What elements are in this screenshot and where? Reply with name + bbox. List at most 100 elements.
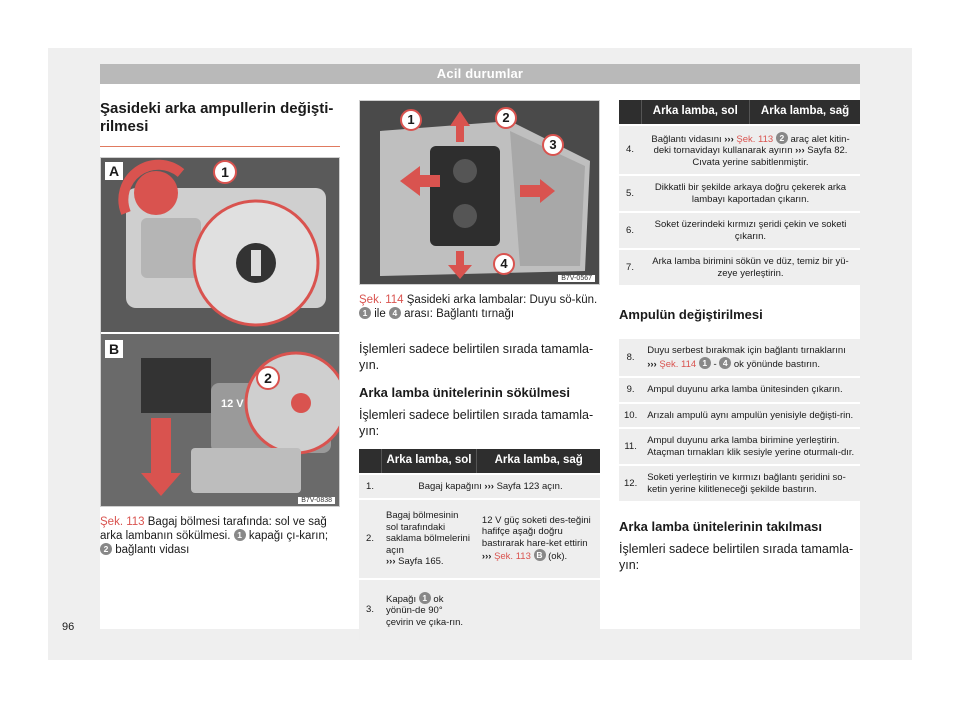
row-right-cell: 12 V güç soketi des-teğini hafifçe aşağı… (476, 498, 600, 579)
row-text: Arızalı ampulü aynı ampulün yenisiyle de… (642, 401, 860, 428)
subheading-install: Arka lamba ünitelerinin takılması (619, 519, 823, 534)
caption-text: Bagaj bölmesi tarafında: sol ve sağ arka… (100, 516, 327, 542)
row-left-num: 1 (418, 591, 431, 604)
row-right-ref: Şek. 113 (494, 551, 531, 563)
figure-113-illustration (101, 158, 339, 506)
table-header-row: Arka lamba, sol Arka lamba, sağ (619, 100, 860, 125)
caption-ref: Şek. 114 (359, 294, 404, 306)
row-left-cell: Kapağı 1 ok yönün-de 90° çevirin ve çıka… (381, 577, 477, 640)
caption-ref: Şek. 113 (100, 516, 145, 528)
figure-label-b: B (105, 340, 123, 358)
subheading-removal: Arka lamba ünitelerinin sökülmesi (359, 385, 570, 400)
caption-number-2: 2 (100, 543, 112, 555)
caption-end: arası: Bağlantı tırnağı (404, 308, 515, 320)
final-paragraph: İşlemleri sadece belirtilen sırada tamam… (619, 542, 854, 572)
row-number: 12. (619, 464, 643, 501)
table-row: 10. Arızalı ampulü aynı ampulün yenisiyl… (619, 401, 860, 428)
row-num-1: 1 (698, 356, 711, 369)
row-dash: - (713, 358, 717, 370)
row-text-b: ok yönünde bastırın. (733, 358, 820, 370)
row-text-a: Duyu serbest bırakmak için bağlantı tırn… (647, 345, 846, 356)
row-num-4: 4 (719, 356, 732, 369)
figure-label-a: A (105, 162, 123, 180)
table-row: 6. Soket üzerindeki kırmızı şeridi çekin… (619, 211, 860, 249)
table-header-right: Arka lamba, sağ (749, 100, 860, 125)
row-number: 8. (619, 337, 643, 377)
row-number: 9. (619, 376, 643, 403)
table-row: 4. Bağlantı vidasını ››› Şek. 113 2 araç… (619, 123, 860, 175)
row-text-c: Cıvata yerine sabitlenmiştir. (692, 156, 809, 168)
table-row: 3. Kapağı 1 ok yönün-de 90° çevirin ve ç… (359, 577, 600, 640)
subheading-bulb: Ampulün değiştirilmesi (619, 307, 763, 322)
figure-114-illustration (360, 101, 599, 284)
table-row: 8. Duyu serbest bırakmak için bağlantı t… (619, 337, 860, 377)
table-header-empty (359, 449, 382, 474)
arrow-icon: ››› (481, 551, 492, 563)
caption-number-1: 1 (359, 307, 371, 319)
figure-114-caption: Şek. 114 Şasideki arka lambalar: Duyu sö… (359, 293, 600, 321)
callout-2: 2 (495, 107, 517, 129)
row-number: 2. (359, 498, 381, 579)
row-left-b: ok yönün-de 90° çevirin ve çıka-rın. (386, 593, 464, 628)
caption-text: Şasideki arka lambalar: Duyu sö-kün. (406, 294, 598, 306)
row-right-circle: B (533, 549, 546, 562)
row-left-a: Kapağı (386, 593, 417, 605)
table-row: 9. Ampul duyunu arka lamba ünitesinden ç… (619, 376, 860, 403)
arrow-icon: ››› (795, 145, 805, 156)
row-ref-2: Sayfa 82. (807, 145, 848, 156)
row-ref: Şek. 113 (736, 133, 774, 145)
page-number: 96 (62, 621, 75, 633)
arrow-icon: ››› (647, 358, 657, 370)
row-text-b: araç alet kitin-deki tornavidayı kullana… (653, 133, 850, 157)
caption-mid: ile (374, 308, 386, 320)
table-header-empty (619, 100, 642, 125)
row-text: Bağlantı vidasını ››› Şek. 113 2 araç al… (641, 123, 860, 175)
arrow-icon: ››› (724, 133, 734, 145)
row-text: Ampul duyunu arka lamba ünitesinden çıka… (642, 376, 860, 403)
row-num: 2 (775, 131, 788, 144)
row-number: 7. (619, 248, 641, 285)
intro-paragraph: İşlemleri sadece belirtilen sırada tamam… (359, 342, 594, 372)
table-removal-1: Arka lamba, sol Arka lamba, sağ 1. Bagaj… (359, 449, 600, 640)
row-left-text: Bagaj bölmesinin sol tarafındaki saklama… (386, 510, 470, 556)
table-header-row: Arka lamba, sol Arka lamba, sağ (359, 449, 600, 474)
row-right-cell-empty (476, 577, 600, 640)
caption-end: bağlantı vidası (115, 544, 190, 556)
row-number: 11. (619, 427, 643, 465)
row-text-a: Bağlantı vidasını (651, 133, 722, 145)
table-bulb: 8. Duyu serbest bırakmak için bağlantı t… (619, 337, 860, 501)
row-number: 4. (619, 123, 641, 175)
table-row: 7. Arka lamba birimini sökün ve düz, tem… (619, 248, 860, 285)
row-number: 6. (619, 211, 641, 249)
table-row: 2. Bagaj bölmesinin sol tarafındaki sakl… (359, 498, 600, 579)
figure-code: B7V-0838 (298, 497, 335, 504)
row-text: Duyu serbest bırakmak için bağlantı tırn… (642, 337, 860, 377)
table-header-right: Arka lamba, sağ (476, 449, 600, 474)
row-text: Arka lamba birimini sökün ve düz, temiz … (641, 248, 860, 285)
figure-code: B7V-0567 (558, 275, 595, 282)
table-row: 5. Dikkatli bir şekilde arkaya doğru çek… (619, 174, 860, 212)
row-ref: Sayfa 123 açın. (496, 480, 563, 492)
row-number: 1. (359, 472, 381, 499)
row-text: Ampul duyunu arka lamba birimine yerleşt… (642, 427, 860, 465)
callout-3: 3 (542, 134, 564, 156)
column-right: Arka lamba, sol Arka lamba, sağ 4. Bağla… (619, 100, 860, 573)
table-removal-2: Arka lamba, sol Arka lamba, sağ 4. Bağla… (619, 100, 860, 285)
row-right-end: (ok). (548, 551, 568, 563)
row-text: Dikkatli bir şekilde arkaya doğru çekere… (641, 174, 860, 212)
callout-2: 2 (256, 366, 280, 390)
arrow-icon: ››› (386, 556, 396, 567)
row-left-ref: Sayfa 165. (398, 556, 444, 567)
column-left: Şasideki arka ampullerin değişti-rilmesi… (100, 100, 340, 557)
table-header-left: Arka lamba, sol (381, 449, 478, 474)
figure-113-caption: Şek. 113 Bagaj bölmesi tarafında: sol ve… (100, 515, 340, 557)
row-ref: Şek. 114 (659, 358, 697, 370)
row-left-cell: Bagaj bölmesinin sol tarafındaki saklama… (381, 498, 477, 579)
row-number: 5. (619, 174, 641, 212)
column-middle: 1 2 3 4 B7V-0567 Şek. 114 Şasideki arka … (359, 100, 600, 640)
table-row: 11. Ampul duyunu arka lamba birimine yer… (619, 427, 860, 465)
row-number: 10. (619, 401, 643, 428)
caption-mid: kapağı çı-karın; (248, 530, 329, 542)
row-text: Bagaj kapağını ››› Sayfa 123 açın. (381, 472, 600, 499)
caption-number-1: 1 (233, 529, 246, 541)
